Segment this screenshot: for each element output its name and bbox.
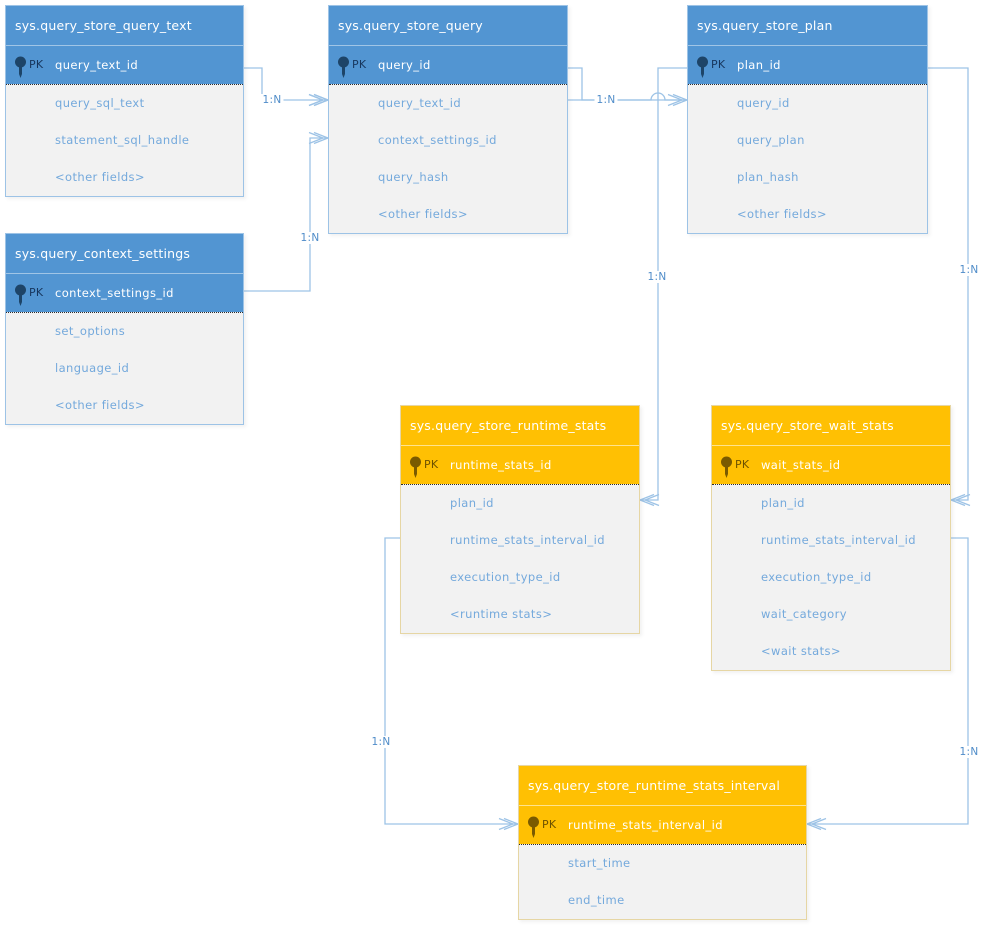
entity-field-list: query_text_id context_settings_id query_… xyxy=(329,84,567,233)
relationship-label: 1:N xyxy=(260,94,284,106)
primary-key-row: PK runtime_stats_interval_id xyxy=(519,806,806,844)
pk-field-name: runtime_stats_interval_id xyxy=(568,818,723,832)
entity-title: sys.query_store_plan xyxy=(688,6,927,46)
connector-runtime-stats-to-interval xyxy=(384,537,518,825)
primary-key-icon xyxy=(720,454,733,478)
primary-key-icon xyxy=(409,454,422,478)
field-row: query_plan xyxy=(737,133,805,147)
entity-title: sys.query_context_settings xyxy=(6,234,243,274)
primary-key-row: PK wait_stats_id xyxy=(712,446,950,484)
relationship-label: 1:N xyxy=(645,271,669,283)
primary-key-icon xyxy=(337,54,350,78)
arrowhead-wait-stats-to-interval xyxy=(805,817,827,831)
field-row: statement_sql_handle xyxy=(55,133,190,147)
entity-query-store-plan: sys.query_store_plan PK plan_id query_id… xyxy=(687,5,928,234)
entity-query-context-settings: sys.query_context_settings PK context_se… xyxy=(5,233,244,425)
field-row: language_id xyxy=(55,361,130,375)
primary-key-row: PK query_id xyxy=(329,46,567,84)
connector-query-to-plan xyxy=(568,67,687,101)
primary-key-row: PK query_text_id xyxy=(6,46,243,84)
connector-wait-stats-to-interval xyxy=(807,537,969,825)
entity-query-store-runtime-stats-interval: sys.query_store_runtime_stats_interval P… xyxy=(518,765,807,920)
pk-field-name: plan_id xyxy=(737,58,781,72)
pk-label: PK xyxy=(352,58,367,71)
pk-label: PK xyxy=(29,58,44,71)
field-row: start_time xyxy=(568,856,631,870)
connector-context-settings-to-query xyxy=(244,137,328,292)
primary-key-row: PK runtime_stats_id xyxy=(401,446,639,484)
entity-title: sys.query_store_query_text xyxy=(6,6,243,46)
primary-key-icon xyxy=(527,814,540,838)
field-row: <runtime stats> xyxy=(450,607,553,621)
pk-field-name: context_settings_id xyxy=(55,286,174,300)
pk-field-name: wait_stats_id xyxy=(761,458,841,472)
pk-label: PK xyxy=(542,818,557,831)
field-row: plan_id xyxy=(450,496,494,510)
primary-key-icon xyxy=(14,54,27,78)
primary-key-row: PK context_settings_id xyxy=(6,274,243,312)
field-row: set_options xyxy=(55,324,126,338)
field-row: execution_type_id xyxy=(761,570,872,584)
arrowhead-plan-to-runtime-stats xyxy=(638,493,660,507)
field-row: query_hash xyxy=(378,170,449,184)
relationship-label: 1:N xyxy=(957,264,981,276)
field-row: <other fields> xyxy=(55,398,145,412)
entity-field-list: query_id query_plan plan_hash <other fie… xyxy=(688,84,927,233)
entity-field-list: set_options language_id <other fields> xyxy=(6,312,243,424)
field-row: plan_id xyxy=(761,496,805,510)
field-row: query_id xyxy=(737,96,790,110)
pk-field-name: query_text_id xyxy=(55,58,139,72)
primary-key-row: PK plan_id xyxy=(688,46,927,84)
relationship-label: 1:N xyxy=(957,746,981,758)
pk-label: PK xyxy=(735,458,750,471)
entity-query-store-runtime-stats: sys.query_store_runtime_stats PK runtime… xyxy=(400,405,640,634)
entity-query-store-query-text: sys.query_store_query_text PK query_text… xyxy=(5,5,244,197)
entity-title: sys.query_store_query xyxy=(329,6,567,46)
field-row: wait_category xyxy=(761,607,847,621)
entity-query-store-query: sys.query_store_query PK query_id query_… xyxy=(328,5,568,234)
relationship-label: 1:N xyxy=(298,232,322,244)
entity-title: sys.query_store_runtime_stats_interval xyxy=(519,766,806,806)
pk-label: PK xyxy=(29,286,44,299)
connector-plan-to-runtime-stats xyxy=(640,67,687,501)
field-row: <wait stats> xyxy=(761,644,841,658)
entity-title: sys.query_store_runtime_stats xyxy=(401,406,639,446)
connector-plan-to-wait-stats xyxy=(928,67,969,501)
field-row: runtime_stats_interval_id xyxy=(761,533,916,547)
entity-field-list: plan_id runtime_stats_interval_id execut… xyxy=(712,484,950,670)
field-row: context_settings_id xyxy=(378,133,497,147)
field-row: execution_type_id xyxy=(450,570,561,584)
field-row: runtime_stats_interval_id xyxy=(450,533,605,547)
entity-title: sys.query_store_wait_stats xyxy=(712,406,950,446)
field-row: <other fields> xyxy=(55,170,145,184)
entity-query-store-wait-stats: sys.query_store_wait_stats PK wait_stats… xyxy=(711,405,951,671)
arrowhead-plan-to-wait-stats xyxy=(949,493,971,507)
entity-field-list: start_time end_time xyxy=(519,844,806,919)
primary-key-icon xyxy=(696,54,709,78)
pk-field-name: query_id xyxy=(378,58,431,72)
field-row: plan_hash xyxy=(737,170,799,184)
pk-label: PK xyxy=(424,458,439,471)
pk-field-name: runtime_stats_id xyxy=(450,458,552,472)
field-row: query_text_id xyxy=(378,96,462,110)
field-row: <other fields> xyxy=(737,207,827,221)
field-row: <other fields> xyxy=(378,207,468,221)
field-row: query_sql_text xyxy=(55,96,145,110)
primary-key-icon xyxy=(14,282,27,306)
field-row: end_time xyxy=(568,893,625,907)
pk-label: PK xyxy=(711,58,726,71)
entity-field-list: query_sql_text statement_sql_handle <oth… xyxy=(6,84,243,196)
relationship-label: 1:N xyxy=(369,736,393,748)
relationship-label: 1:N xyxy=(594,94,618,106)
entity-field-list: plan_id runtime_stats_interval_id execut… xyxy=(401,484,639,633)
